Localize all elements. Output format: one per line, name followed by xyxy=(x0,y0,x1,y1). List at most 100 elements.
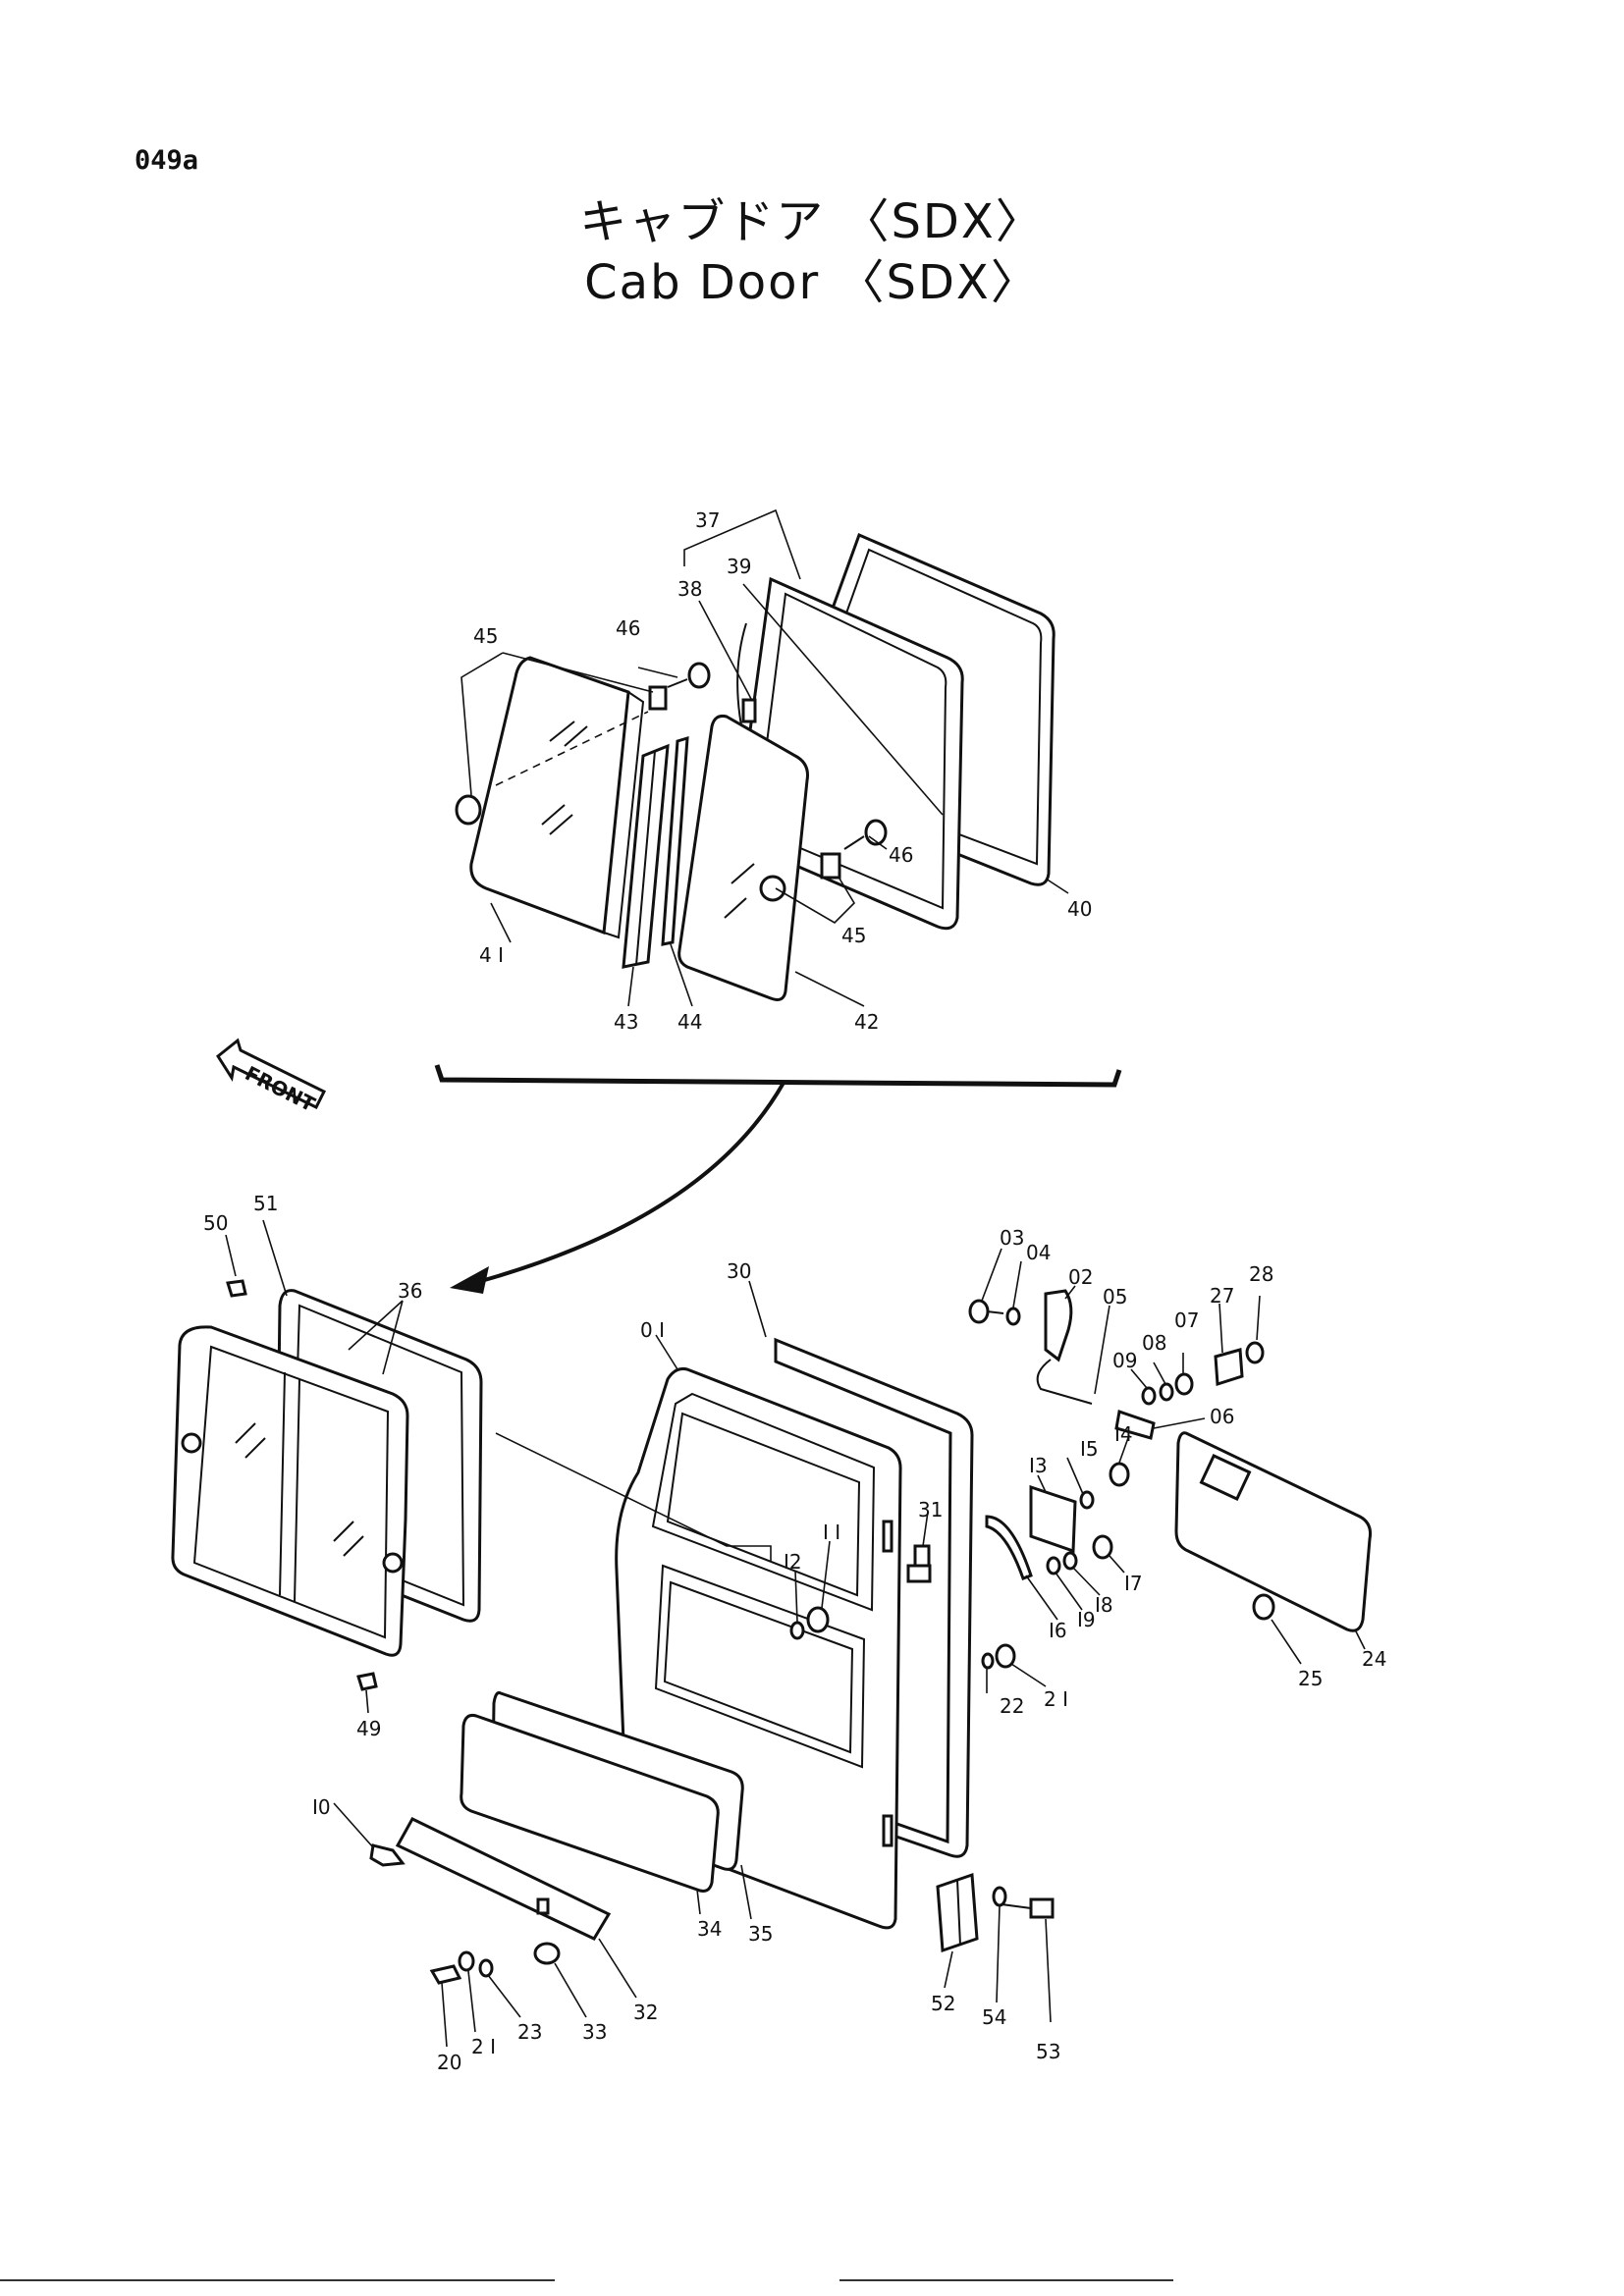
part-18-washer xyxy=(1062,1551,1078,1571)
callout-17: I7 xyxy=(1124,1572,1143,1595)
callout-28: 28 xyxy=(1249,1262,1273,1286)
part-25-fastener xyxy=(1252,1593,1275,1621)
part-17-bolt xyxy=(1092,1534,1113,1560)
part-08-washer xyxy=(1159,1382,1174,1402)
part-31-bolt xyxy=(906,1544,932,1583)
part-45-knob-left xyxy=(455,794,482,826)
callout-38: 38 xyxy=(677,577,702,601)
part-07-screw xyxy=(1174,1372,1194,1396)
callout-02: 02 xyxy=(1068,1265,1093,1289)
part-22-washer xyxy=(981,1652,995,1670)
assembly-bracket xyxy=(434,1064,1122,1088)
part-44-strip xyxy=(661,735,689,946)
callout-33: 33 xyxy=(582,2020,607,2044)
part-16-spring xyxy=(985,1515,1033,1580)
part-19-washer xyxy=(1046,1556,1061,1575)
part-23-washer xyxy=(478,1958,494,1978)
part-27-handle xyxy=(1214,1348,1244,1387)
front-direction-marker: FRONT xyxy=(216,1038,327,1116)
callout-46: 46 xyxy=(889,843,913,867)
window-glass-assembly xyxy=(455,508,1069,1007)
callout-16: I6 xyxy=(1049,1619,1067,1642)
callout-43: 43 xyxy=(614,1010,638,1034)
callout-42: 42 xyxy=(854,1010,879,1034)
callout-19: I9 xyxy=(1077,1608,1096,1631)
callout-40: 40 xyxy=(1067,897,1092,921)
part-45-catch-right xyxy=(820,852,841,880)
part-03-bolt xyxy=(968,1299,1004,1324)
assembly-arrow xyxy=(480,1082,785,1283)
callout-32: 32 xyxy=(633,2001,658,2024)
title-japanese: キャブドア 〈SDX〉 xyxy=(579,194,1045,249)
part-52-hinge xyxy=(936,1872,979,1953)
callout-23: 23 xyxy=(517,2020,542,2044)
part-20-hook xyxy=(429,1964,462,1985)
callout-21: 2 I xyxy=(1044,1687,1068,1711)
part-42-glass-right xyxy=(677,715,809,1001)
part-54-washer xyxy=(992,1886,1007,1907)
callout-06: 06 xyxy=(1210,1405,1234,1428)
callout-03: 03 xyxy=(1000,1226,1024,1250)
callout-14: I4 xyxy=(1114,1422,1133,1446)
callout-52: 52 xyxy=(931,1992,955,2015)
callout-27: 27 xyxy=(1210,1284,1234,1308)
part-36-sliding-window xyxy=(171,1325,409,1657)
callout-50: 50 xyxy=(203,1211,228,1235)
callout-05: 05 xyxy=(1103,1285,1127,1308)
callout-31: 31 xyxy=(918,1498,943,1522)
callout-53: 53 xyxy=(1036,2040,1060,2063)
callout-36: 36 xyxy=(398,1279,422,1303)
page-code: 049a xyxy=(135,145,199,176)
callout-15: I5 xyxy=(1080,1437,1099,1461)
callout-12: I2 xyxy=(784,1550,802,1574)
footer-rule-left xyxy=(0,2279,555,2281)
callout-34: 34 xyxy=(697,1917,722,1941)
part-02-lock xyxy=(1044,1289,1073,1362)
callout-30: 30 xyxy=(727,1259,751,1283)
callout-04: 04 xyxy=(1026,1241,1051,1264)
part-15-washer xyxy=(1079,1490,1095,1510)
part-45-catch-top xyxy=(648,685,668,711)
callout-11: I I xyxy=(823,1521,840,1544)
part-41-glass-left xyxy=(469,656,630,935)
part-14-bolt xyxy=(1109,1462,1130,1487)
part-04-washer xyxy=(1005,1307,1021,1326)
part-11-nut xyxy=(806,1606,830,1633)
part-28-screw xyxy=(1245,1341,1265,1364)
callout-46: 46 xyxy=(616,616,640,640)
part-12-washer xyxy=(789,1621,805,1640)
callout-18: I8 xyxy=(1095,1593,1113,1617)
callout-49: 49 xyxy=(356,1717,381,1740)
part-09-washer xyxy=(1141,1386,1157,1406)
callout-21: 2 I xyxy=(471,2035,496,2058)
callout-08: 08 xyxy=(1142,1331,1166,1355)
callout-41: 4 I xyxy=(479,943,504,967)
callout-01: 0 I xyxy=(640,1318,665,1342)
callout-37: 37 xyxy=(695,508,720,532)
callout-25: 25 xyxy=(1298,1667,1323,1690)
callout-45: 45 xyxy=(841,924,866,947)
part-21-nut-right xyxy=(995,1643,1016,1669)
callout-35: 35 xyxy=(748,1922,773,1946)
part-13-bracket xyxy=(1029,1484,1077,1554)
part-21-nut-lower xyxy=(458,1950,475,1972)
callout-39: 39 xyxy=(727,555,751,578)
part-50-pad xyxy=(226,1279,247,1298)
callout-51: 51 xyxy=(253,1192,278,1215)
part-38-latch xyxy=(741,698,757,723)
part-33-knob xyxy=(533,1942,561,1965)
cab-door-assembly xyxy=(171,1219,1372,2048)
callout-20: 20 xyxy=(437,2051,461,2074)
callout-09: 09 xyxy=(1112,1349,1137,1372)
callout-10: I0 xyxy=(312,1795,331,1819)
part-32-plate xyxy=(395,1817,612,1941)
part-06-lever xyxy=(1114,1410,1156,1440)
callout-07: 07 xyxy=(1174,1308,1199,1332)
callout-22: 22 xyxy=(1000,1694,1024,1718)
part-49-pad xyxy=(356,1672,378,1691)
part-05-rod xyxy=(1036,1359,1093,1405)
footer-rule-right xyxy=(839,2279,1173,2281)
title-english: Cab Door 〈SDX〉 xyxy=(584,255,1040,310)
callout-13: I3 xyxy=(1029,1454,1048,1477)
